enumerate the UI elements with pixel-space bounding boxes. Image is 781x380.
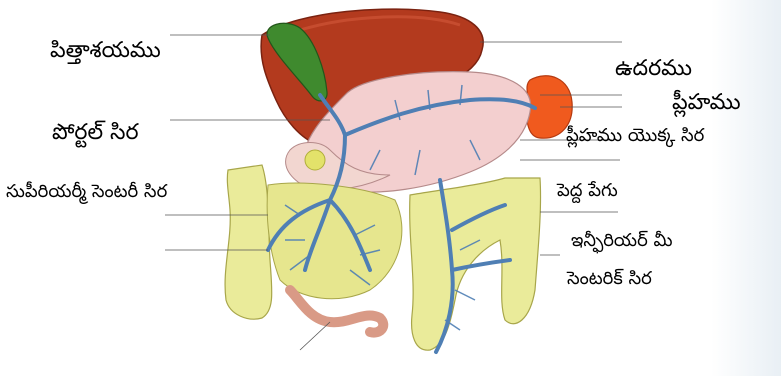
label-spleen: ప్లీహము: [672, 92, 741, 114]
label-portal-vein: పోర్టల్ సిర: [52, 122, 139, 144]
label-inferior-mesenteric-line2: సెంటరిక్ సిర: [567, 270, 652, 288]
label-splenic-vein: ప్లీహము యొక్క సిర: [566, 127, 704, 145]
label-large-intestine: పెద్ద పేగు: [557, 182, 618, 200]
label-inferior-mesenteric-line1: ఇన్ఫీరియర్ మీ: [571, 232, 673, 250]
label-stomach: ఉదరము: [615, 58, 692, 80]
label-gallbladder: పిత్తాశయము: [50, 40, 161, 62]
label-superior-mesenteric-vein: సుపీరియర్మీ సెంటరీ సిర: [6, 183, 167, 201]
ascending-colon-shape: [225, 165, 272, 319]
mesentery-shape: [267, 183, 402, 299]
